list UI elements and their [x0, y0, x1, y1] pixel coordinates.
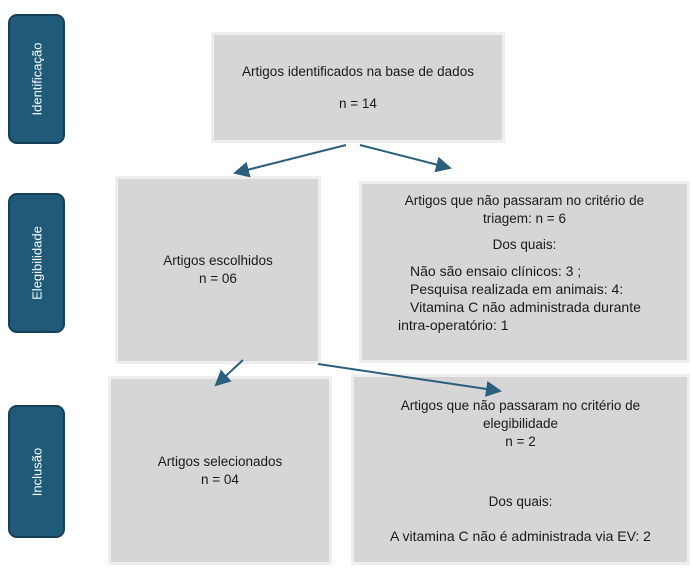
box-excluded-eligibility: Artigos que não passaram no critério de …: [351, 374, 690, 565]
stage-inclusao: Inclusão: [8, 405, 65, 538]
eligibility-title-line1: Artigos que não passaram no critério de: [400, 398, 641, 413]
selected-count: n = 04: [201, 471, 239, 487]
arrow-chosen-to-eligibility: [317, 363, 502, 397]
stage-elegibilidade: Elegibilidade: [8, 193, 65, 333]
screening-title-line2: triagem: n = 6: [483, 211, 566, 226]
box-selected: Artigos selecionados n = 04: [108, 376, 332, 565]
box-excluded-screening: Artigos que não passaram no critério de …: [359, 181, 690, 363]
box-identified: Artigos identificados na base de dados n…: [211, 32, 505, 143]
eligibility-reason: A vitamina C não é administrada via EV: …: [390, 528, 651, 544]
chosen-title: Artigos escolhidos: [163, 253, 273, 268]
eligibility-subheading: Dos quais:: [488, 494, 553, 509]
screening-reason: Pesquisa realizada em animais: 4:: [410, 281, 624, 297]
screening-title-line1: Artigos que não passaram no critério de: [404, 193, 645, 208]
selected-title: Artigos selecionados: [157, 453, 283, 469]
eligibility-title-line2: elegibilidade: [482, 416, 559, 431]
screening-reason-continuation: intra-operatório: 1: [398, 317, 509, 333]
eligibility-count: n = 2: [505, 434, 536, 449]
screening-subheading: Dos quais:: [492, 237, 557, 252]
box-chosen: Artigos escolhidos n = 06: [115, 176, 321, 364]
stage-identificacao: Identificação: [8, 14, 65, 144]
identified-count: n = 14: [339, 95, 377, 111]
arrow-chosen-to-selected: [214, 359, 244, 387]
screening-reason: Vitamina C não administrada durante: [410, 299, 641, 315]
arrow-identified-to-chosen: [233, 144, 347, 178]
screening-reason: Não são ensaio clínicos: 3 ;: [410, 263, 582, 279]
arrow-identified-to-screening: [359, 144, 452, 173]
identified-title: Artigos identificados na base de dados: [242, 63, 474, 79]
chosen-count: n = 06: [199, 271, 237, 286]
